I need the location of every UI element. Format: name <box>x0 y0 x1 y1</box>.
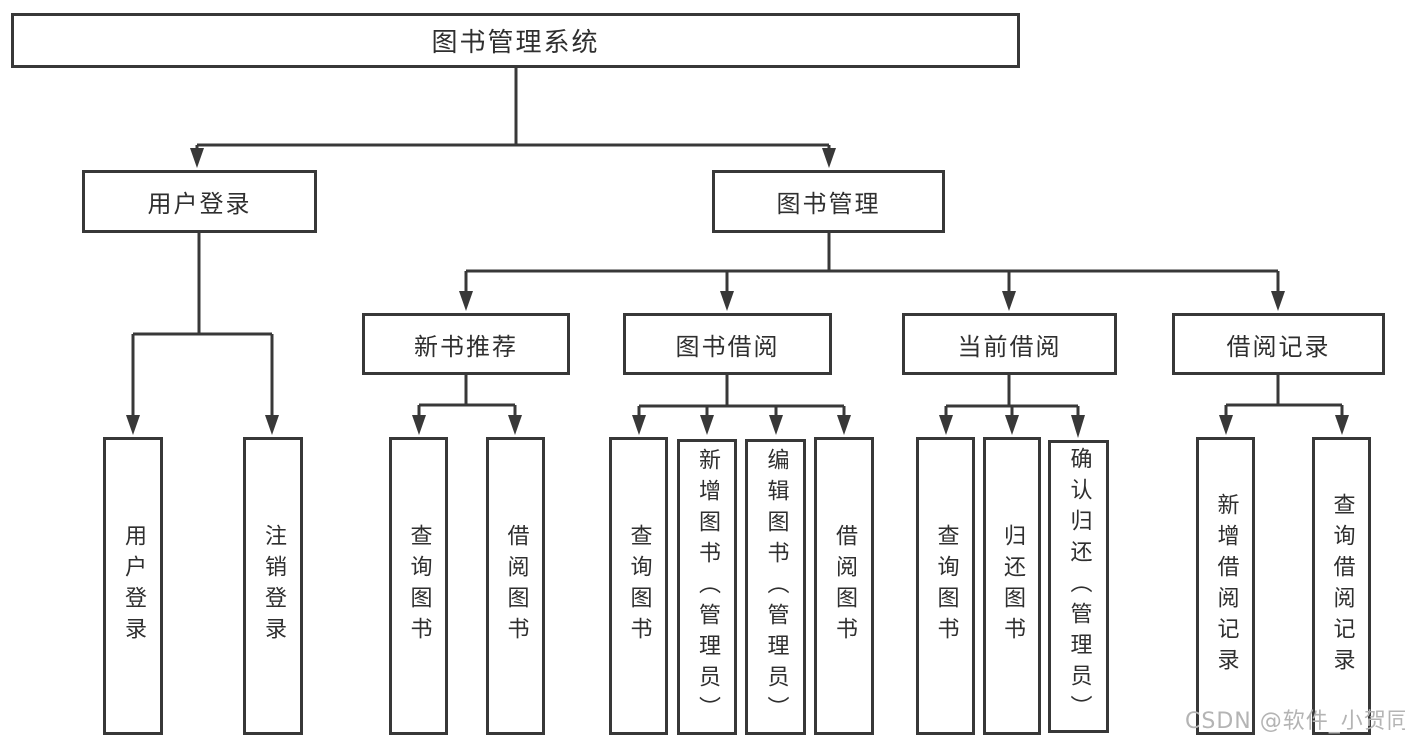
node-label: 查询借阅记录 <box>1329 493 1355 679</box>
node-label: 借阅图书 <box>503 524 529 648</box>
leaf-search-books-borrow: 查询图书 <box>609 437 668 735</box>
node-label: 图书管理 <box>776 190 881 218</box>
leaf-return-book: 归还图书 <box>983 437 1041 735</box>
leaf-user-login: 用户登录 <box>103 437 163 735</box>
node-label: 图书借阅 <box>675 332 780 361</box>
leaf-confirm-return-admin: 确认归还（管理员） <box>1048 440 1109 733</box>
node-borrowing-records: 借阅记录 <box>1172 313 1385 375</box>
node-label: 用户登录 <box>147 190 252 218</box>
node-label: 借阅图书 <box>832 524 857 648</box>
leaf-search-borrow-record: 查询借阅记录 <box>1312 437 1371 735</box>
leaf-search-books-current: 查询图书 <box>916 437 975 735</box>
node-label: 编辑图书（管理员） <box>763 447 789 727</box>
node-label: 借阅记录 <box>1226 332 1331 361</box>
node-label: 确认归还（管理员） <box>1066 447 1092 726</box>
node-user-login: 用户登录 <box>82 170 317 233</box>
node-label: 用户登录 <box>121 524 146 648</box>
csdn-watermark: CSDN @软件_小贺同学 <box>1185 709 1405 734</box>
node-label: 查询图书 <box>933 524 959 648</box>
node-label: 注销登录 <box>261 524 286 648</box>
leaf-add-book-admin: 新增图书（管理员） <box>677 439 737 735</box>
leaf-borrow-books-recommend: 借阅图书 <box>486 437 545 735</box>
leaf-borrow-book: 借阅图书 <box>814 437 874 735</box>
node-book-borrowing: 图书借阅 <box>623 313 832 375</box>
node-current-borrowing: 当前借阅 <box>902 313 1117 375</box>
node-label: 新增借阅记录 <box>1213 493 1239 679</box>
leaf-logout: 注销登录 <box>243 437 303 735</box>
node-new-book-recommendation: 新书推荐 <box>362 313 570 375</box>
node-root: 图书管理系统 <box>11 13 1020 68</box>
node-book-management: 图书管理 <box>712 170 945 233</box>
leaf-edit-book-admin: 编辑图书（管理员） <box>745 439 806 735</box>
node-label: 新书推荐 <box>414 332 518 361</box>
node-label: 新增图书（管理员） <box>695 447 720 727</box>
node-label: 查询图书 <box>406 524 432 648</box>
node-label: 查询图书 <box>626 524 652 648</box>
node-label: 当前借阅 <box>957 332 1062 361</box>
leaf-search-books-recommend: 查询图书 <box>389 437 448 735</box>
node-label: 图书管理系统 <box>431 28 600 58</box>
node-label: 归还图书 <box>1000 524 1025 648</box>
leaf-add-borrow-record: 新增借阅记录 <box>1196 437 1255 735</box>
